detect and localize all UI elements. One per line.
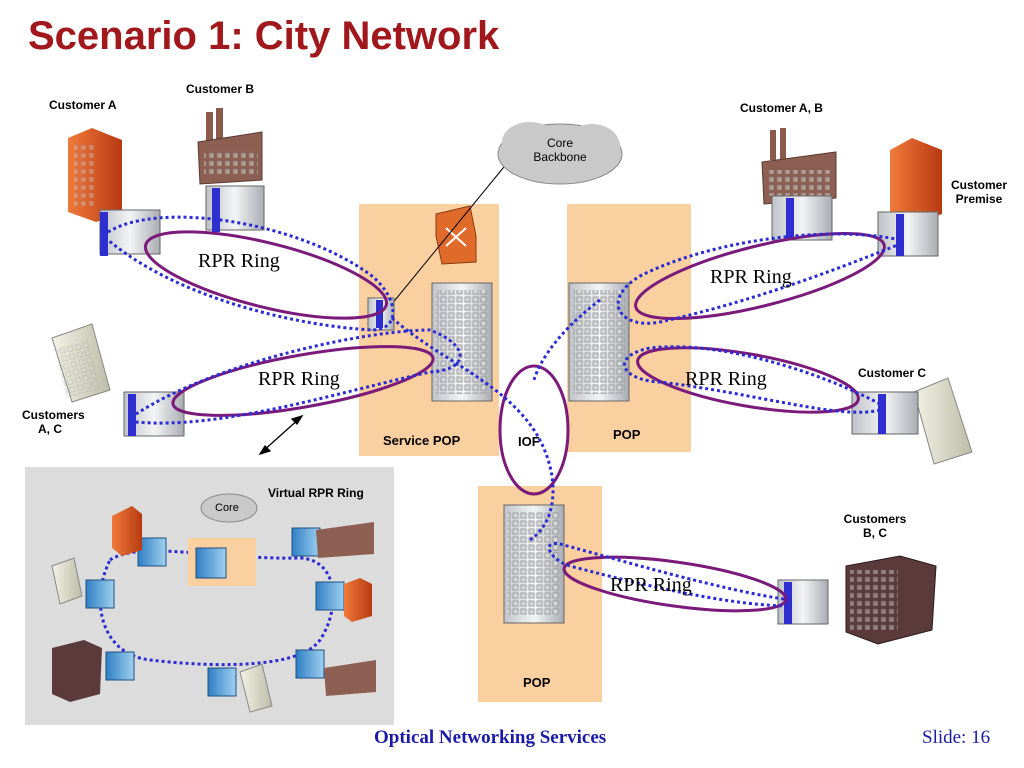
label-service-pop: Service POP (383, 433, 461, 448)
inset-buildings (51, 506, 376, 713)
ring-dotted-top-left (107, 215, 395, 332)
core-router (435, 205, 477, 265)
label-customers-bc-line2: B, C (863, 526, 887, 540)
label-customers-bc: Customers B, C (842, 512, 908, 540)
customers-ac-building (51, 323, 111, 403)
ring-dotted-top-right (616, 232, 901, 325)
label-pop-bottom: POP (523, 675, 551, 690)
customers-bc-building (845, 555, 937, 645)
label-customers-ac: Customers A, C (22, 408, 85, 436)
edge-device-customer-premise (877, 211, 939, 257)
label-pop-right: POP (613, 427, 641, 442)
label-customers-ac-line1: Customers (22, 408, 85, 422)
label-customer-a: Customer A (49, 98, 117, 112)
label-customer-premise-line2: Premise (955, 192, 1003, 206)
label-customers-bc-line1: Customers (843, 512, 907, 526)
label-customers-ac-line2: A, C (38, 422, 62, 436)
footer-title: Optical Networking Services (374, 727, 607, 748)
slide-number: Slide: 16 (922, 727, 991, 748)
edge-device-customer-ab (771, 195, 833, 241)
customer-ab-factory (761, 128, 837, 205)
label-rpr-ring-mid-right: RPR Ring (685, 368, 767, 390)
label-core-backbone-line2: Backbone (533, 150, 587, 164)
edge-device-customer-b (205, 185, 265, 232)
ring-solid-mid-left (171, 345, 435, 417)
pop-bottom-rack (503, 504, 565, 624)
ring-dotted-mid-left (135, 328, 462, 425)
label-core: Core (215, 502, 239, 514)
customer-premise-building (890, 138, 942, 224)
edge-device-customer-c (851, 391, 919, 435)
label-customer-ab: Customer A, B (740, 101, 823, 115)
label-customer-premise: Customer Premise (944, 178, 1014, 206)
page-title: Scenario 1: City Network (28, 14, 500, 58)
ring-dotted-core (391, 298, 601, 542)
label-customer-premise-line1: Customer (950, 178, 1007, 192)
label-rpr-ring-mid-left: RPR Ring (258, 368, 340, 390)
label-rpr-ring-top-left: RPR Ring (198, 250, 280, 272)
service-pop-rack (431, 282, 493, 402)
label-core-backbone-line1: Core (546, 136, 573, 150)
inset-link-arrow (258, 414, 304, 456)
label-rpr-ring-top-right: RPR Ring (710, 266, 792, 288)
inset-switches (85, 527, 345, 697)
ring-dotted-bottom-right (547, 542, 791, 608)
label-customer-b: Customer B (186, 82, 255, 96)
ring-solid-bottom-right (562, 555, 788, 613)
label-rpr-ring-bottom-right: RPR Ring (610, 574, 692, 596)
customer-a-building (68, 128, 122, 222)
customer-c-building (913, 377, 973, 465)
ring-solid-top-right (634, 232, 886, 320)
core-backbone-cloud (497, 122, 623, 185)
label-core-backbone: Core Backbone (528, 136, 592, 164)
label-virtual-rpr-ring: Virtual RPR Ring (268, 486, 364, 500)
label-iof: IOF (518, 434, 540, 449)
ring-solid-top-left (143, 230, 389, 320)
label-customer-c: Customer C (858, 366, 927, 380)
ring-solid-mid-right (636, 346, 860, 414)
ring-solid-iof (498, 364, 570, 496)
inset-core-cloud (200, 493, 258, 523)
customer-b-factory (197, 108, 263, 185)
